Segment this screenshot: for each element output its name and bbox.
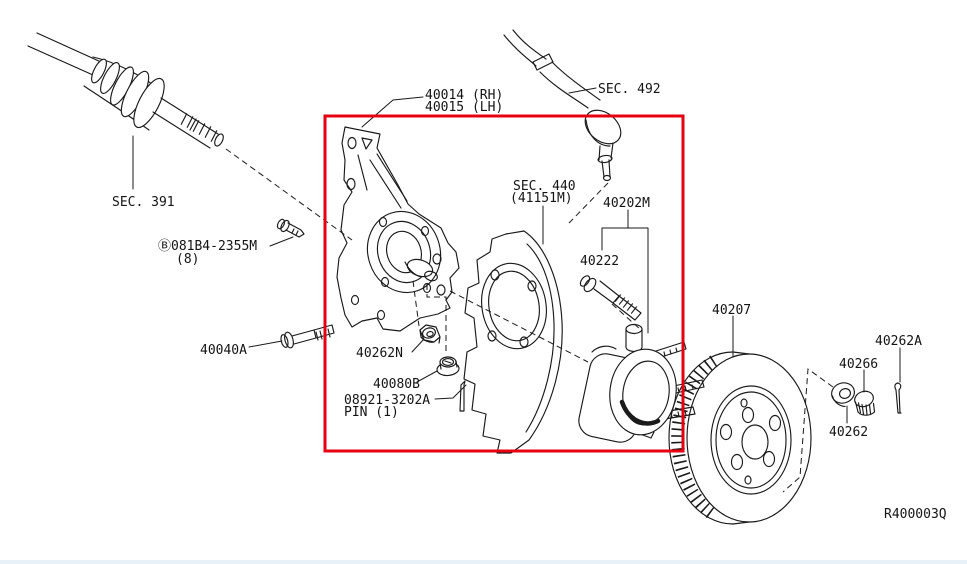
label-knuckle-bolt-qty: (8)	[176, 252, 199, 267]
nut-40262n-drawing	[419, 324, 441, 344]
cotter-pin-40262a-drawing	[894, 382, 902, 414]
cv-axle-drawing	[27, 32, 224, 149]
label-40262: 40262	[829, 425, 868, 440]
label-40262a: 40262A	[875, 334, 922, 349]
label-40266: 40266	[839, 357, 878, 372]
steering-knuckle-drawing	[336, 126, 460, 332]
label-knuckle-rh: 40014 (RH)	[425, 88, 503, 103]
label-sec-391: SEC. 391	[112, 195, 175, 210]
lock-nut-40266-drawing	[854, 390, 876, 416]
label-pin-part-no: 08921-3202A	[344, 393, 430, 408]
nut-40080b-drawing	[436, 356, 460, 377]
label-40040a: 40040A	[200, 343, 247, 358]
label-sec-492: SEC. 492	[598, 82, 661, 97]
label-sec-440: SEC. 440	[513, 179, 576, 194]
hub-assembly-drawing	[578, 323, 705, 443]
label-40080b: 40080B	[373, 377, 420, 392]
label-leader-lines	[132, 87, 901, 424]
bearing-cap-40262-drawing	[831, 382, 855, 408]
page-bottom-edge	[0, 560, 967, 564]
brake-rotor-drawing	[668, 351, 812, 525]
label-40202m: 40202M	[603, 196, 650, 211]
doc-reference-code: R400003Q	[884, 507, 947, 522]
label-sec-440-ref: (41151M)	[510, 191, 573, 206]
label-40262n: 40262N	[356, 346, 403, 361]
assembly-dashed-lines	[225, 148, 834, 493]
splash-shield-drawing	[463, 230, 563, 454]
knuckle-bolt-drawing	[276, 218, 305, 238]
tie-rod-drawing	[503, 29, 622, 182]
label-40222: 40222	[580, 254, 619, 269]
label-40207: 40207	[712, 303, 751, 318]
label-pin-qty: PIN (1)	[344, 405, 399, 420]
part-labels: 40014 (RH) 40015 (LH) SEC. 492 SEC. 391 …	[112, 82, 947, 522]
label-knuckle-bolt: Ⓑ081B4-2355M	[158, 239, 257, 254]
highlight-box	[323, 114, 685, 453]
label-knuckle-lh: 40015 (LH)	[425, 100, 503, 115]
wheel-stud-40222-drawing	[579, 275, 642, 321]
cotter-pin-08921-drawing	[459, 380, 466, 412]
